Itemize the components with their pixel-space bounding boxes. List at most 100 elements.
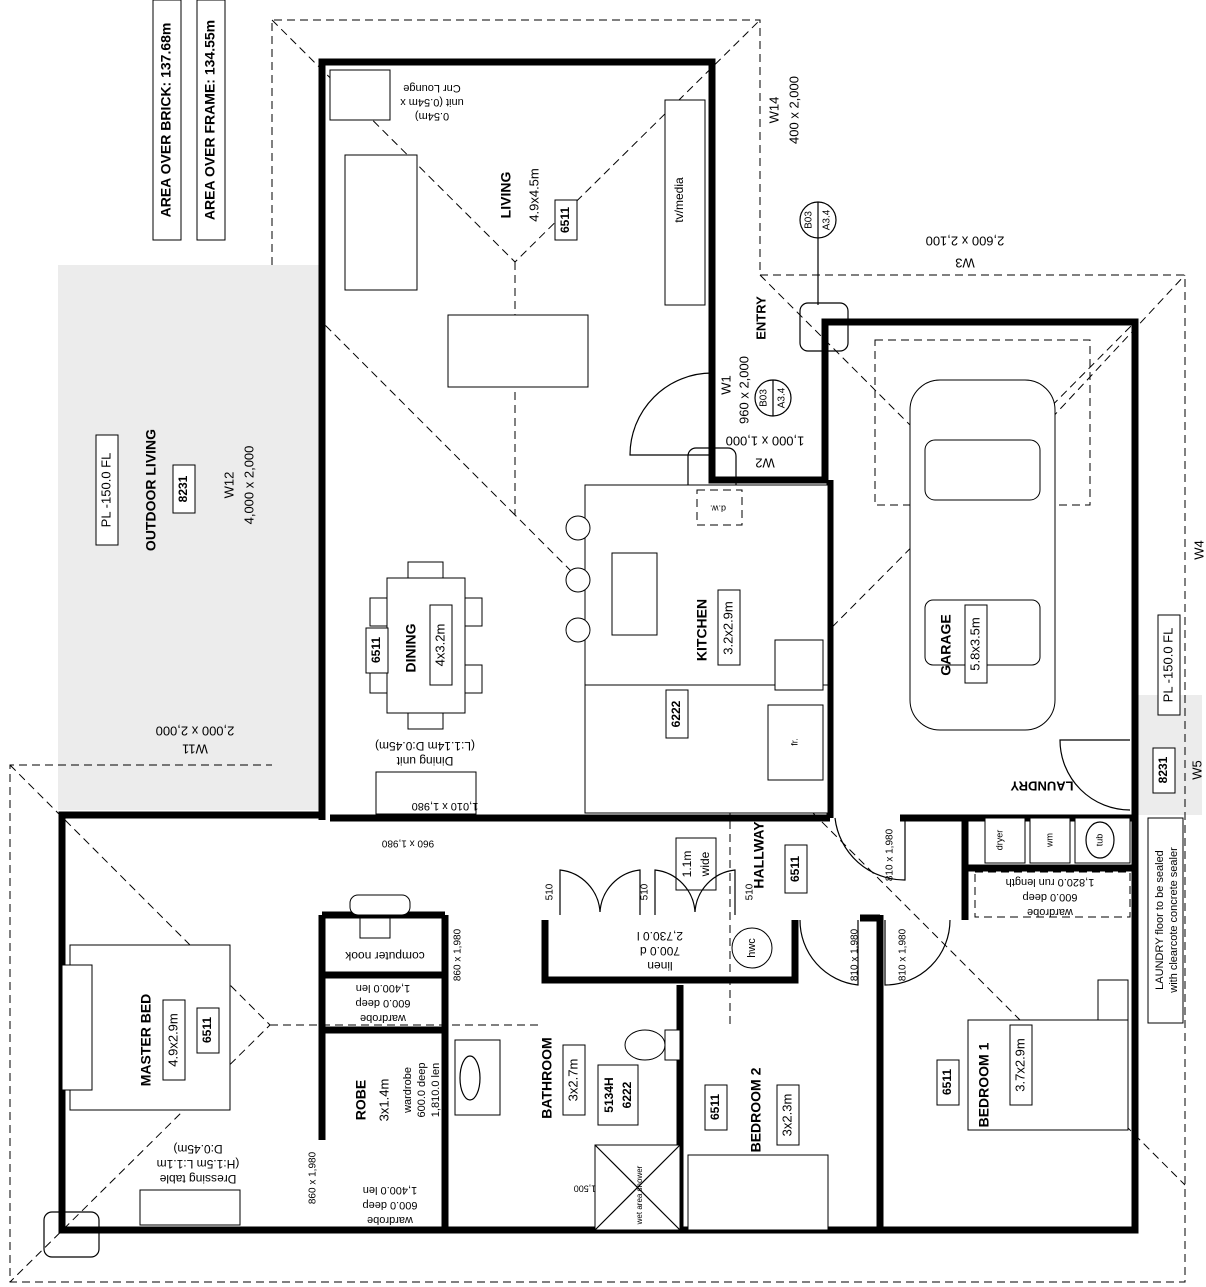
svg-text:Cnr Lounge: Cnr Lounge	[403, 82, 461, 94]
svg-text:6511: 6511	[940, 1069, 954, 1095]
svg-text:W14: W14	[766, 97, 781, 124]
svg-text:D:0.45m): D:0.45m)	[173, 1142, 222, 1156]
svg-text:1.1m: 1.1m	[680, 851, 694, 878]
room-bedroom-2: BEDROOM 2 3x2.3m 6511	[704, 1067, 800, 1152]
svg-text:unit (0.54m x: unit (0.54m x	[400, 96, 464, 108]
svg-text:KITCHEN: KITCHEN	[694, 599, 710, 661]
svg-text:W1: W1	[718, 375, 733, 395]
svg-text:3x1.4m: 3x1.4m	[376, 1079, 391, 1122]
svg-text:4,000 x 2,000: 4,000 x 2,000	[241, 446, 256, 525]
area-over-brick: AREA OVER BRICK: 137.68m	[152, 0, 182, 241]
svg-text:(L:1.14m D:0.45m): (L:1.14m D:0.45m)	[375, 739, 475, 753]
svg-text:960 x 2,000: 960 x 2,000	[736, 356, 751, 424]
svg-text:OUTDOOR LIVING: OUTDOOR LIVING	[143, 429, 159, 551]
door-size-label: 960 x 1,980	[381, 837, 434, 848]
svg-text:Dressing table: Dressing table	[159, 1172, 236, 1186]
svg-text:A3.4: A3.4	[822, 209, 833, 230]
section-marker: B03 A3.4	[799, 201, 849, 352]
svg-text:400 x 2,000: 400 x 2,000	[786, 76, 801, 144]
svg-text:4.9x2.9m: 4.9x2.9m	[165, 1013, 180, 1066]
bed2-furniture	[687, 1154, 829, 1231]
svg-text:5134H: 5134H	[602, 1077, 616, 1112]
bed-icon	[967, 979, 1129, 1131]
sofa-icon	[344, 154, 418, 291]
svg-text:6511: 6511	[558, 207, 572, 233]
svg-text:HALLWAY: HALLWAY	[751, 821, 767, 889]
svg-text:ROBE: ROBE	[353, 1080, 369, 1120]
svg-text:600.0 deep: 600.0 deep	[362, 1199, 417, 1211]
svg-text:wardrobe: wardrobe	[367, 1214, 414, 1226]
svg-text:2,600 x 2,100: 2,600 x 2,100	[926, 234, 1005, 249]
svg-text:0.54m): 0.54m)	[415, 110, 449, 122]
svg-text:BEDROOM 1: BEDROOM 1	[976, 1042, 992, 1127]
svg-text:DINING: DINING	[403, 623, 419, 672]
svg-text:6511: 6511	[200, 1017, 214, 1043]
door-size-label: 860 x 1,980	[453, 928, 464, 981]
room-living: LIVING 4.9x4.5m 6511	[498, 168, 578, 241]
wardrobe-bed1: wardrobe 600.0 deep 1,820.0 run length	[974, 871, 1131, 918]
svg-text:4.9x4.5m: 4.9x4.5m	[526, 168, 541, 221]
svg-text:B03: B03	[804, 211, 815, 229]
svg-text:1,000 x 1,000: 1,000 x 1,000	[726, 434, 805, 449]
laundry-door[interactable]	[1059, 739, 1131, 811]
room-hallway: HALLWAY 6511 1.1m wide	[675, 821, 808, 894]
svg-text:d.w.: d.w.	[710, 504, 726, 514]
window-w1: W1 960 x 2,000	[718, 356, 751, 424]
laundry-appliances: dryer wm tub	[984, 817, 1131, 864]
svg-text:6222: 6222	[669, 700, 683, 727]
walls	[58, 58, 1139, 1234]
svg-text:wardrobe: wardrobe	[1027, 906, 1074, 918]
wardrobe-master-1: wardrobe 600.0 deep 1,400.0 len	[355, 982, 410, 1024]
svg-text:linen: linen	[647, 959, 672, 973]
svg-text:3.2x2.9m: 3.2x2.9m	[720, 601, 735, 654]
corner-marker	[43, 1211, 100, 1258]
door-size-label: 810 x 1,980	[850, 928, 861, 981]
svg-text:W12: W12	[221, 472, 236, 499]
door-size-label: 860 x 1,980	[308, 1151, 319, 1204]
svg-text:LAUNDRY floor to be sealed: LAUNDRY floor to be sealed	[1154, 850, 1166, 990]
wardrobe-robe: wardrobe 600.0 deep 1,810.0 len	[402, 1062, 442, 1117]
svg-text:600.0 deep: 600.0 deep	[1022, 891, 1077, 903]
entry-door[interactable]	[629, 372, 713, 456]
window-w4: W4	[1191, 540, 1206, 560]
svg-text:wm: wm	[1044, 833, 1054, 848]
svg-text:Dining unit: Dining unit	[396, 754, 453, 768]
tv-media-unit: tv/media	[664, 99, 706, 306]
window-w3: W3 2,600 x 2,100	[926, 234, 1005, 271]
svg-text:PL -150.0 FL: PL -150.0 FL	[1160, 628, 1175, 703]
door-width-label: 510	[545, 883, 556, 900]
svg-text:2,000 x 2,000: 2,000 x 2,000	[156, 724, 235, 739]
area-over-frame: AREA OVER FRAME: 134.55m	[196, 0, 226, 241]
svg-text:hwc: hwc	[746, 938, 758, 958]
svg-text:5.8x3.5m: 5.8x3.5m	[967, 617, 982, 670]
door-width-label: 510	[640, 883, 651, 900]
svg-text:dryer: dryer	[994, 830, 1004, 851]
svg-text:600.0 deep: 600.0 deep	[416, 1062, 428, 1117]
svg-text:wide: wide	[698, 851, 712, 877]
svg-text:BEDROOM 2: BEDROOM 2	[748, 1067, 764, 1152]
window-w12: W12 4,000 x 2,000	[221, 446, 256, 525]
svg-text:W5: W5	[1189, 760, 1204, 780]
laundry-level: PL -150.0 FL 8231 W5	[1152, 614, 1204, 794]
kitchen-bench: fr. d.w.	[565, 484, 829, 814]
svg-text:2,730.0 l: 2,730.0 l	[637, 929, 683, 943]
svg-text:W11: W11	[182, 742, 208, 757]
svg-text:8231: 8231	[1156, 756, 1170, 783]
bathroom-fixtures: wet area shower 1,500	[454, 1029, 681, 1231]
svg-text:1,400.0 len: 1,400.0 len	[356, 982, 410, 994]
room-robe: ROBE 3x1.4m	[353, 1079, 392, 1122]
laundry-note: LAUNDRY floor to be sealed with clearcot…	[1147, 817, 1184, 1024]
window-w2: W2 1,000 x 1,000	[726, 434, 805, 471]
sofa-icon	[447, 314, 589, 388]
svg-text:1,400.0 len: 1,400.0 len	[363, 1184, 417, 1196]
svg-text:1,810.0 len: 1,810.0 len	[430, 1063, 442, 1117]
room-bathroom: BATHROOM 3x2.7m 5134H 6222	[539, 1037, 639, 1126]
svg-text:8231: 8231	[176, 475, 190, 502]
room-master-bed: MASTER BED 4.9x2.9m 6511	[138, 994, 220, 1086]
door-size-label: 810 x 1,980	[885, 828, 896, 881]
svg-text:PL -150.0 FL: PL -150.0 FL	[98, 453, 113, 528]
computer-nook: computer nook	[344, 894, 425, 963]
door-size-label: 810 x 1,980	[898, 928, 909, 981]
hall-doors[interactable]	[559, 817, 951, 986]
